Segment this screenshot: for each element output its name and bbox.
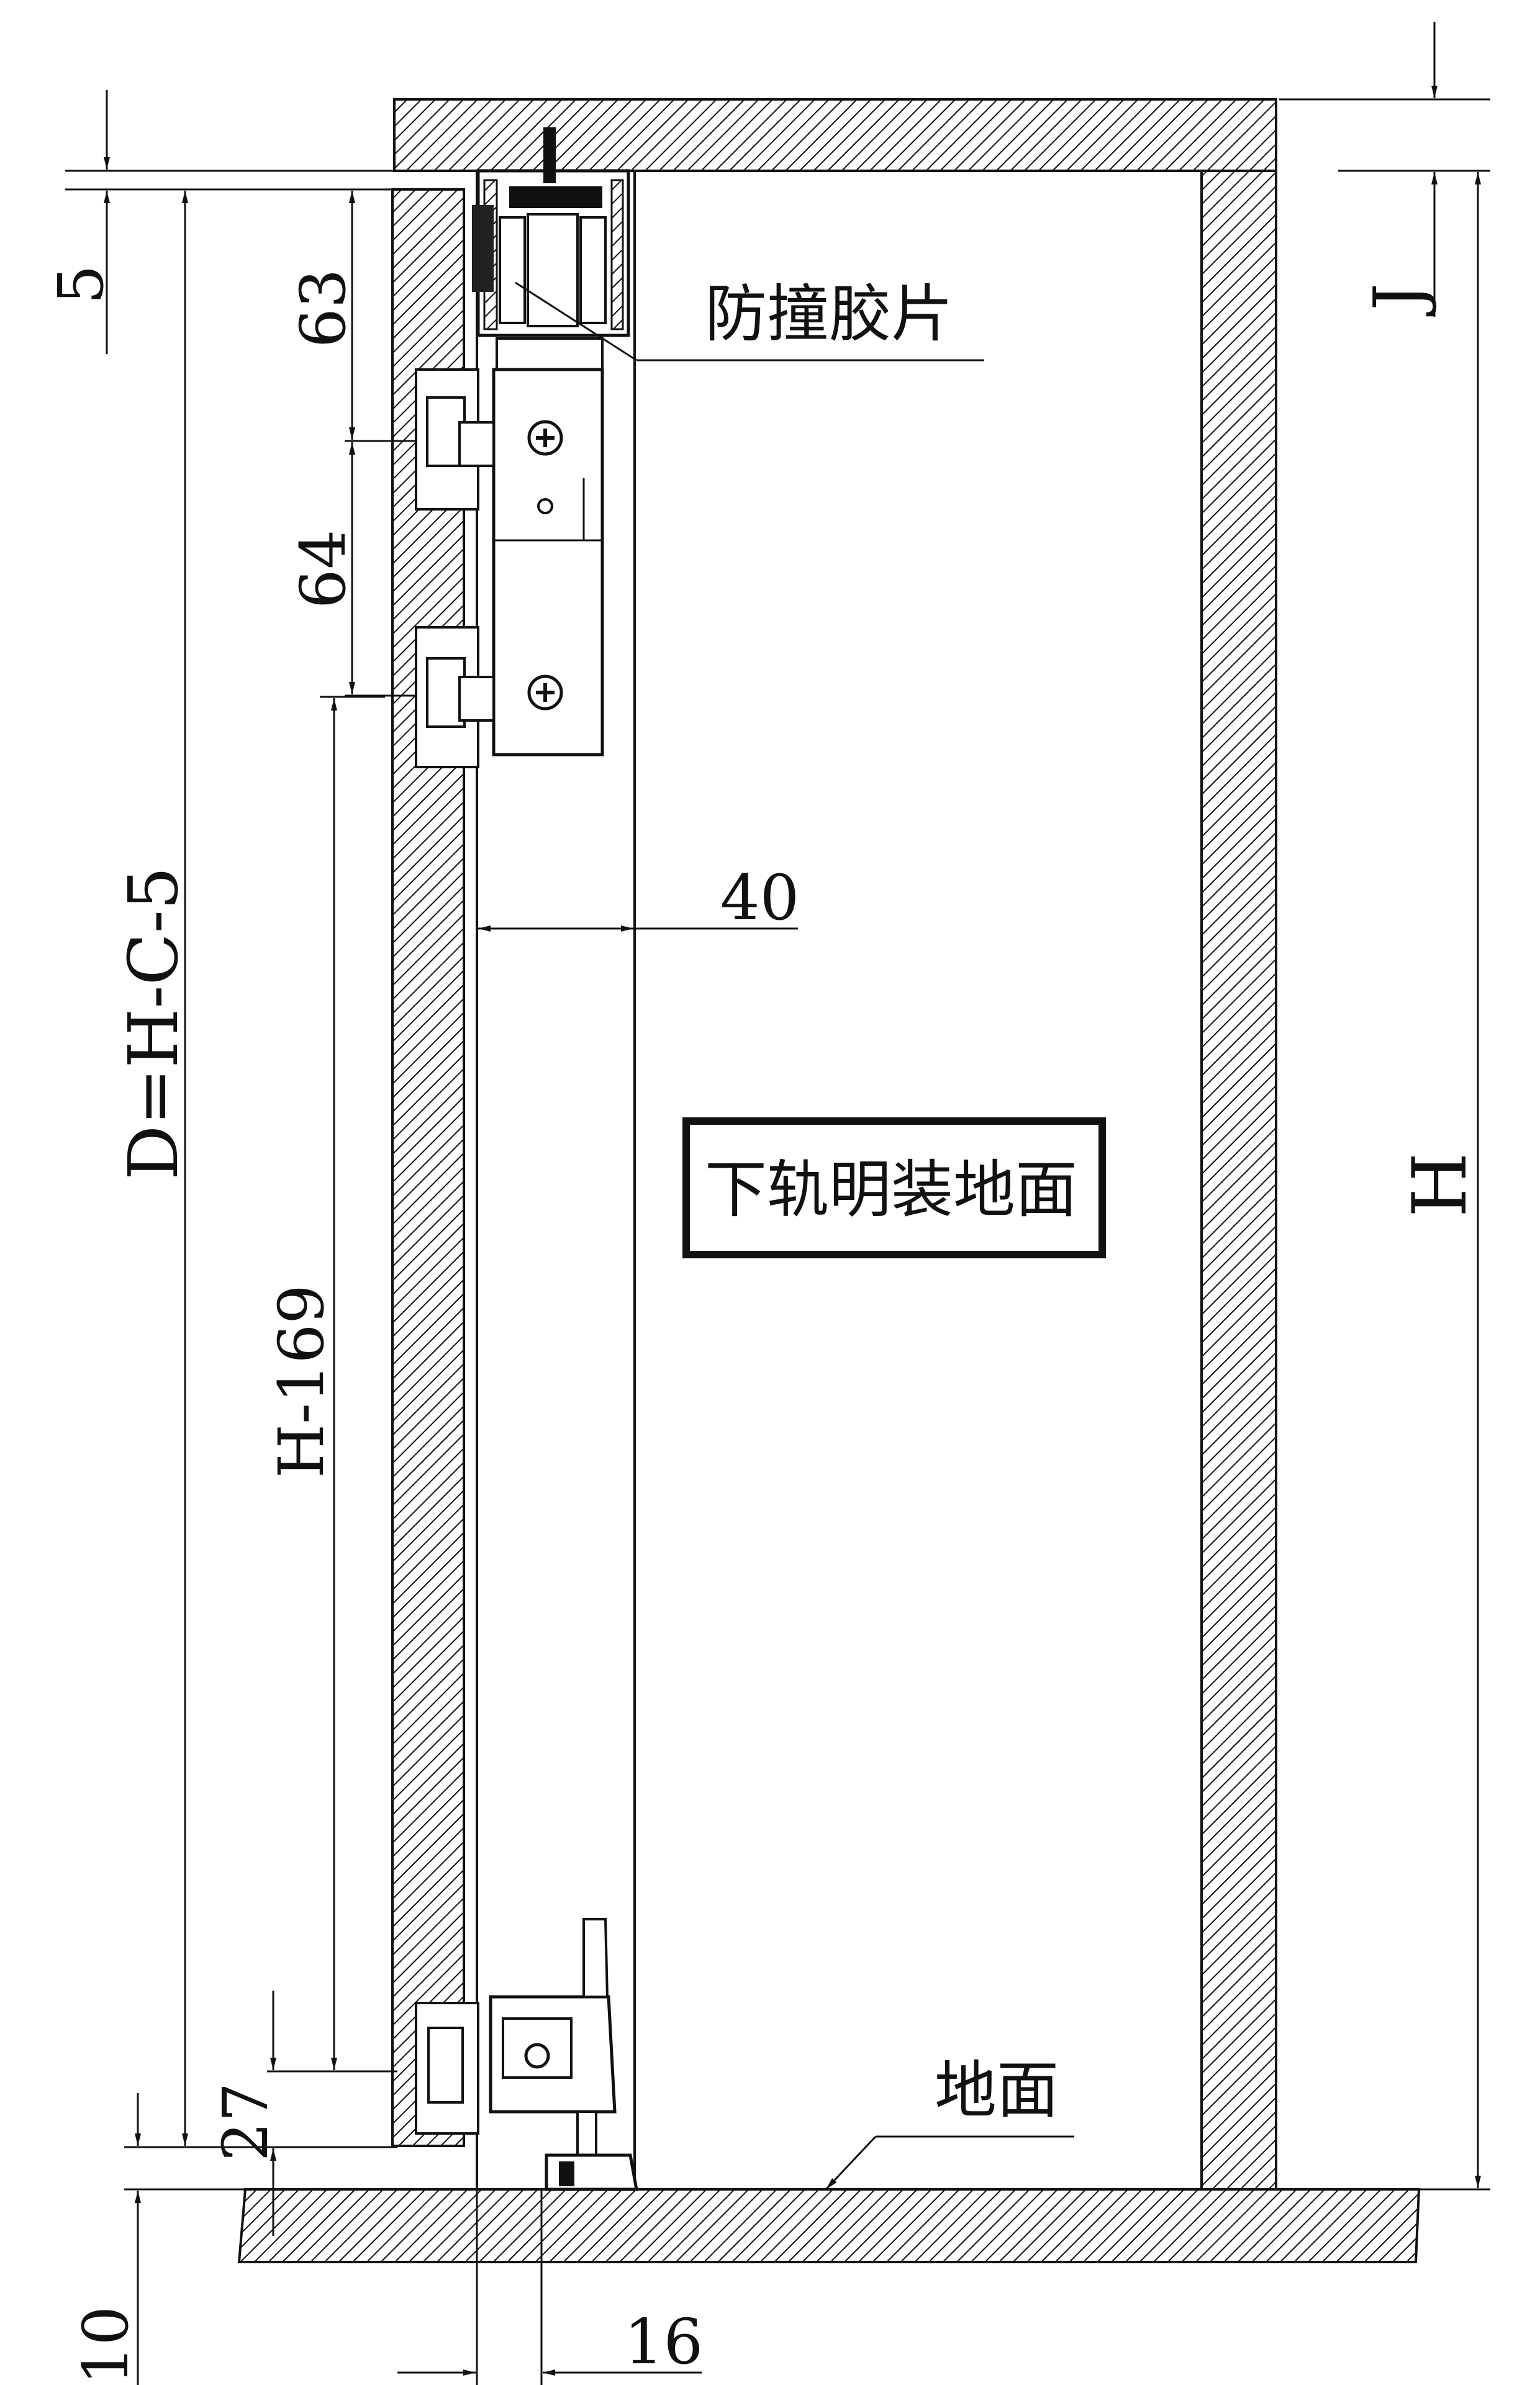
label-box-frame bbox=[682, 1117, 1106, 1258]
dim-opening-height-label: H bbox=[1397, 1152, 1483, 1217]
ceiling-beam bbox=[393, 98, 1277, 172]
floor-slab bbox=[237, 2188, 1421, 2263]
dim-guide-offset-label: 16 bbox=[624, 2306, 703, 2378]
dim-hanger-64-label: 64 bbox=[287, 530, 360, 609]
dim-stile-length-label: H-169 bbox=[265, 1284, 338, 1478]
door-clip-upper bbox=[415, 368, 495, 511]
dim-top-gap-label: 5 bbox=[45, 265, 117, 304]
dim-floor-gap-label: 10 bbox=[70, 2306, 142, 2385]
bumper-pad-leader bbox=[515, 281, 637, 361]
top-track bbox=[472, 127, 630, 337]
bottom-track-label: 下轨明装地面 bbox=[705, 1153, 1077, 1226]
hanger-bracket bbox=[492, 337, 604, 756]
bumper-pad-label: 防撞胶片 bbox=[705, 278, 953, 350]
bottom-guide bbox=[415, 1918, 638, 2191]
dim-door-height-label: D=H-C-5 bbox=[114, 866, 193, 1180]
dim-bottom-offset-label: 27 bbox=[209, 2083, 282, 2161]
door-panel bbox=[391, 188, 465, 2147]
dim-hanger-63-label: 63 bbox=[287, 269, 360, 348]
floor-label: 地面 bbox=[935, 2054, 1059, 2127]
dim-ceiling-offset-label: J bbox=[1359, 283, 1438, 317]
dim-track-width-label: 40 bbox=[720, 861, 799, 934]
door-clip-lower bbox=[415, 626, 495, 768]
right-wall bbox=[1200, 170, 1277, 2191]
